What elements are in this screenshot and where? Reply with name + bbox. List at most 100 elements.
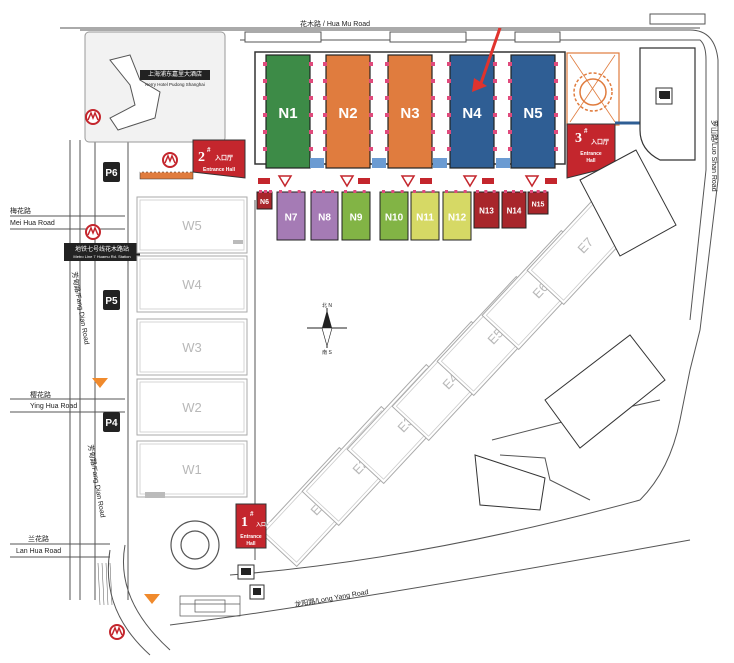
hall-label-n6: N6: [260, 199, 269, 206]
hall-label-n15: N15: [532, 201, 545, 208]
road-label-luo-shan: 罗山路/Luo Shan Road: [710, 120, 719, 192]
road-label-hua-mu: 花木路 / Hua Mu Road: [300, 19, 370, 28]
entrance-hall-2-num: 2: [198, 150, 205, 165]
compass-north: 北 N: [322, 302, 332, 309]
entrance-hall-2[interactable]: 2 # 入口厅 Entrance Hall: [192, 139, 246, 179]
entrance-hall-3-num: 3: [575, 131, 582, 146]
entrance-hall-2-en: Entrance Hall: [203, 167, 236, 173]
road-label-fang-dian-1: 芳甸路/Fang Dian Road: [70, 271, 92, 345]
north-halls: N1 N2 N3 N4 N5: [263, 54, 558, 169]
red-pointer-arrow: [472, 27, 502, 92]
hall-label-w4: W4: [182, 277, 202, 292]
hall-n7[interactable]: N7: [276, 190, 306, 241]
hall-label-w1: W1: [182, 462, 202, 477]
metro-icon: [162, 152, 178, 168]
entrance-hall-2-walkway: [139, 171, 194, 180]
metro-station-label: 地铁七号线花木路站 Metro Line 7 Huamu Rd. Station: [64, 243, 140, 261]
entrance-hall-1-sharp: #: [250, 510, 254, 518]
hall-label-n8: N8: [318, 212, 331, 223]
hall-label-n12: N12: [448, 212, 467, 223]
parking-p5[interactable]: P5: [103, 290, 120, 310]
hall-n3[interactable]: N3: [385, 54, 435, 169]
road-network: [10, 27, 719, 656]
hall-label-n14: N14: [507, 207, 522, 216]
taxi-icon: [237, 564, 255, 580]
road-label-mei-hua-en: Mei Hua Road: [10, 220, 55, 227]
hall-n5[interactable]: N5: [508, 54, 558, 169]
metro-icon: [85, 109, 101, 125]
hall-n13[interactable]: N13: [473, 190, 500, 229]
hall-label-w2: W2: [182, 400, 202, 415]
entrance-hall-3-en2: Hall: [586, 158, 596, 164]
entrance-hall-3-sharp: #: [584, 127, 588, 135]
road-label-fang-dian-2: 芳甸路/Fang Dian Road: [86, 444, 108, 518]
roundabout: [170, 520, 220, 570]
hall-label-n5: N5: [523, 105, 542, 122]
hall-w5[interactable]: W5: [136, 196, 248, 254]
hall-w2[interactable]: W2: [136, 378, 248, 436]
road-label-ying-hua-en: Ying Hua Road: [30, 403, 77, 410]
parking-label-p4: P4: [105, 418, 118, 429]
hall-label-n7: N7: [285, 212, 298, 223]
north-gate-markers: [258, 175, 557, 188]
hall-n1[interactable]: N1: [263, 54, 313, 169]
hall-label-n3: N3: [400, 105, 419, 122]
kerry-hotel-block[interactable]: 上海浦东嘉里大酒店 Kerry Hotel Pudong Shanghai: [84, 31, 226, 143]
north-connectors: [310, 158, 510, 168]
entrance-hall-2-cn: 入口厅: [214, 154, 233, 162]
plaza-round: [566, 52, 620, 126]
hall-label-w3: W3: [182, 340, 202, 355]
hall-n11[interactable]: N11: [410, 190, 440, 241]
hall-n8[interactable]: N8: [310, 190, 339, 241]
hall-n15[interactable]: N15: [527, 190, 549, 215]
hall-label-n9: N9: [350, 212, 363, 223]
parking-label-p5: P5: [105, 296, 118, 307]
hall-label-n11: N11: [416, 212, 434, 223]
hall-n9[interactable]: N9: [341, 190, 371, 241]
metro-station-cn: 地铁七号线花木路站: [75, 245, 129, 253]
entrance-hall-1-num: 1: [241, 515, 248, 530]
road-label-mei-hua-cn: 梅花路: [10, 206, 31, 215]
hall-label-w5: W5: [182, 218, 202, 233]
hall-n4[interactable]: N4: [447, 54, 497, 169]
orange-markers: [92, 378, 160, 604]
hotel-label-cn: 上海浦东嘉里大酒店: [148, 70, 202, 78]
hall-n2[interactable]: N2: [323, 54, 373, 169]
entrance-hall-1-cn: 入口厅: [256, 521, 271, 528]
hall-n14[interactable]: N14: [501, 190, 527, 229]
road-label-lan-hua-en: Lan Hua Road: [16, 548, 61, 555]
compass-south: 南 S: [322, 349, 332, 356]
entrance-hall-1[interactable]: 1 # 入口厅 Entrance Hall: [235, 503, 271, 549]
road-label-long-yang: 龙阳路/Long Yang Road: [294, 587, 369, 609]
right-building: [639, 47, 696, 161]
hall-w1[interactable]: W1: [136, 440, 248, 498]
hall-n10[interactable]: N10: [379, 190, 409, 241]
entrance-hall-2-sharp: #: [207, 146, 211, 154]
bus-icon: [660, 91, 670, 99]
parking-p6[interactable]: P6: [103, 162, 120, 182]
entrance-hall-3-en1: Entrance: [580, 151, 602, 157]
road-label-lan-hua-cn: 兰花路: [28, 534, 49, 543]
parking-label-p6: P6: [105, 168, 118, 179]
hall-w3[interactable]: W3: [136, 318, 248, 376]
hall-label-n10: N10: [385, 212, 404, 223]
parking-p4[interactable]: P4: [103, 412, 120, 432]
hotel-label-en: Kerry Hotel Pudong Shanghai: [145, 82, 205, 87]
entrance-hall-1-en1: Entrance: [240, 534, 262, 540]
entrance-hall-3-cn: 入口厅: [590, 138, 609, 146]
hall-label-n1: N1: [278, 105, 297, 122]
metro-icon: [109, 624, 125, 640]
metro-station-en: Metro Line 7 Huamu Rd. Station: [73, 254, 130, 259]
north-gates: [244, 13, 706, 43]
hall-w4[interactable]: W4: [136, 255, 248, 313]
road-label-ying-hua-cn: 樱花路: [30, 390, 51, 399]
hall-n12[interactable]: N12: [442, 190, 472, 241]
hall-n6[interactable]: N6: [256, 190, 273, 210]
hall-label-n2: N2: [338, 105, 357, 122]
parking-structures: [474, 149, 677, 511]
small-pads: [145, 240, 243, 498]
